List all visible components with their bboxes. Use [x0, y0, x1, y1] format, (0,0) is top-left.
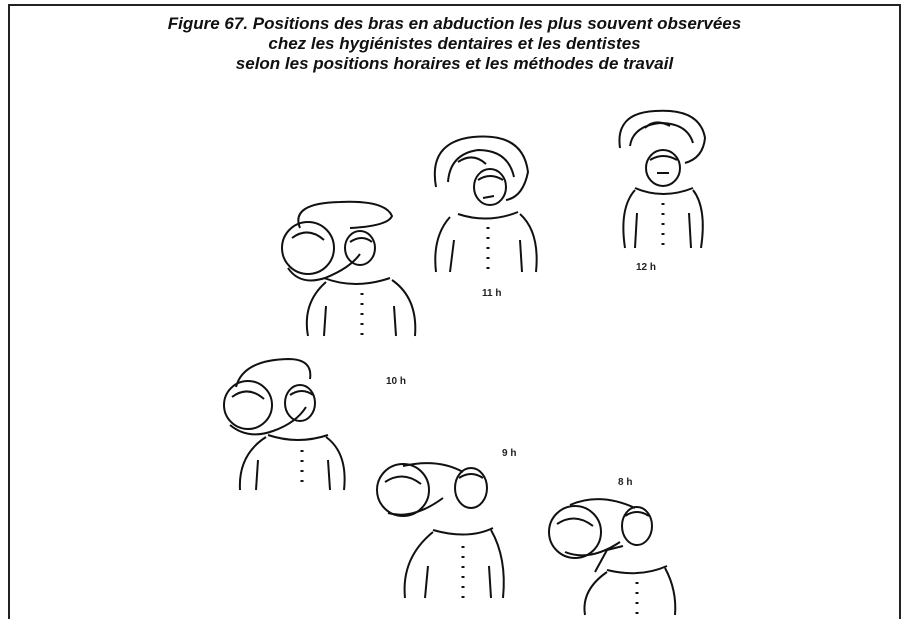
dentist-figure-11h	[428, 132, 543, 282]
dentist-figure-9h	[218, 355, 350, 495]
label-12h: 12 h	[636, 262, 656, 273]
dentist-figure-8h	[545, 490, 680, 615]
dentist-figure-10h	[280, 198, 422, 343]
label-11h: 11 h	[482, 288, 501, 299]
dentist-figure-9h-side	[373, 458, 508, 603]
dentist-figure-12h	[605, 108, 725, 258]
label-10h: 10 h	[386, 376, 406, 387]
label-8h: 8 h	[618, 477, 632, 488]
